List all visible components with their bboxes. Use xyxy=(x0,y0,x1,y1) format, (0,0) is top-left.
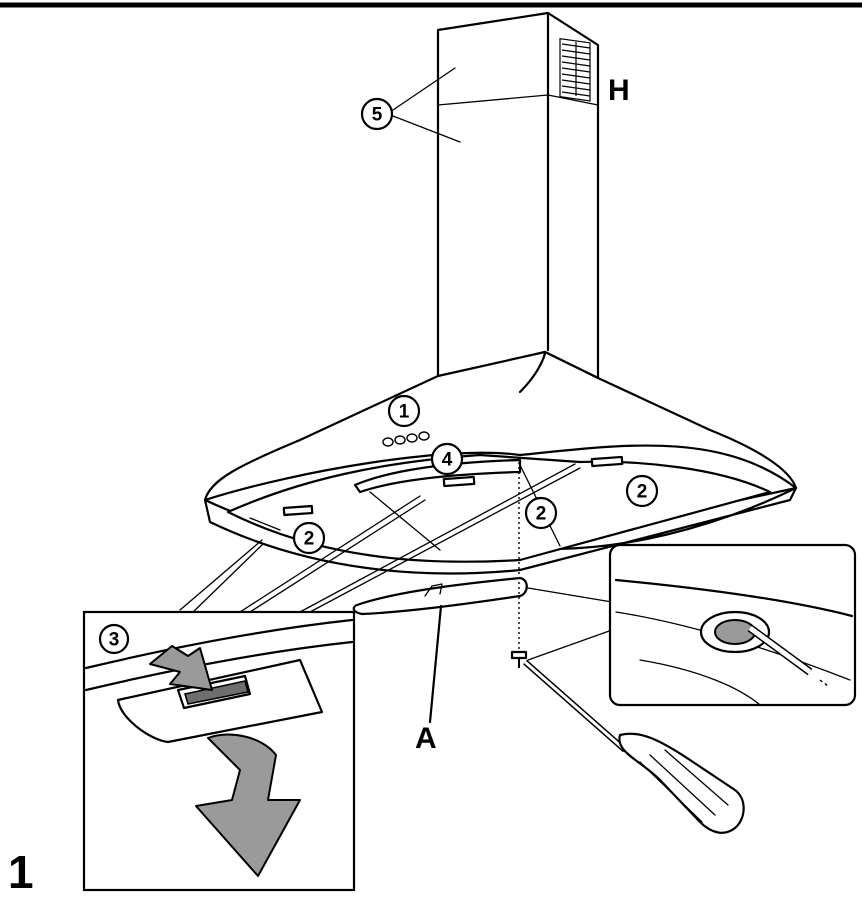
svg-text:2: 2 xyxy=(536,504,547,525)
callout-2-right: 2 xyxy=(625,474,659,508)
svg-text:5: 5 xyxy=(372,105,383,126)
callout-2-left: 2 xyxy=(292,521,326,555)
callout-2-middle: 2 xyxy=(524,496,558,530)
svg-text:2: 2 xyxy=(637,482,648,503)
leader-lines xyxy=(179,67,613,661)
label-h: H xyxy=(608,74,630,107)
filter-release-detail xyxy=(82,610,356,892)
callout-3: 3 xyxy=(98,623,130,655)
chimney xyxy=(436,11,600,380)
callout-4: 4 xyxy=(430,442,464,476)
vent-grille xyxy=(559,38,591,102)
screwdriver xyxy=(523,659,745,834)
control-buttons xyxy=(382,431,430,447)
svg-text:4: 4 xyxy=(442,450,453,471)
label-a: A xyxy=(415,722,437,755)
svg-text:2: 2 xyxy=(304,529,315,550)
svg-text:1: 1 xyxy=(399,402,410,423)
label-a-leader xyxy=(428,604,443,724)
screw-location-detail xyxy=(608,543,857,707)
svg-text:3: 3 xyxy=(109,630,120,651)
figure-number: 1 xyxy=(8,846,34,898)
screw xyxy=(510,462,528,668)
light-cover-part-a xyxy=(352,576,528,616)
callout-1: 1 xyxy=(387,394,421,428)
callout-5: 5 xyxy=(360,97,394,131)
